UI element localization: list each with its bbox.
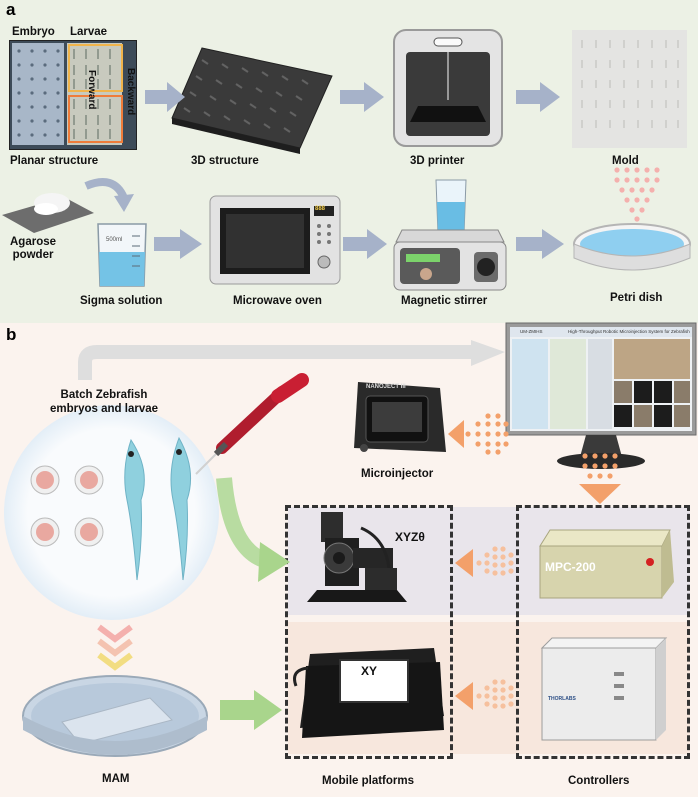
beaker-label: 500ml (106, 237, 123, 243)
agarose-powder-image (2, 193, 94, 233)
mold-caption: Mold (612, 155, 639, 167)
planar-grid (17, 49, 111, 139)
arrow-mpc-to-xyz (455, 546, 514, 577)
controllers-caption: Controllers (568, 775, 630, 787)
mpc200-image (539, 529, 674, 599)
batch-caption: Batch Zebrafish embryos and larvae (50, 389, 159, 415)
mam-image (22, 675, 208, 757)
xyz-label: XYZθ (395, 530, 425, 544)
curved-arrow-icon (84, 178, 134, 212)
mam-caption: MAM (102, 773, 130, 785)
arrow-sigma-to-microwave (154, 229, 202, 259)
software-title: High-Throughput Robotic Microinjection S… (568, 329, 690, 334)
arrow-software-to-microinjector (448, 413, 509, 455)
software-logo: UM-ZMIHS (520, 329, 543, 334)
magnetic-stirrer-image (393, 179, 507, 291)
panel-b-label: b (6, 325, 17, 344)
structure-3d-caption: 3D structure (191, 155, 259, 167)
arrow-mold-to-petri (614, 167, 660, 222)
embryo-label: Embryo (12, 26, 55, 38)
xy-label: XY (361, 664, 378, 678)
microinjector-caption: Microinjector (361, 468, 434, 480)
arrow-3d-to-printer (340, 82, 384, 112)
larvae-region (67, 43, 122, 145)
planar-caption: Planar structure (10, 155, 99, 167)
microwave-display: 888 (315, 206, 326, 212)
petri-dish-image (573, 223, 691, 271)
embryos-larvae-image (30, 436, 192, 581)
arrow-planar-to-3d (145, 82, 185, 112)
mold-image (572, 30, 687, 148)
printer-3d-image (393, 29, 503, 147)
printer-caption: 3D printer (410, 155, 465, 167)
arrow-to-software (78, 340, 505, 380)
microwave-caption: Microwave oven (233, 295, 322, 307)
thorlabs-label: THORLABS (548, 696, 576, 702)
petri-caption: Petri dish (610, 292, 663, 304)
forward-label: Forward (86, 70, 97, 110)
backward-box (68, 95, 123, 143)
mobile-platforms-box (285, 505, 453, 759)
arrow-mam-to-xy (220, 690, 282, 730)
controllers-box (516, 505, 690, 759)
backward-label: Backward (125, 68, 136, 116)
panel-a-label: a (6, 0, 16, 19)
thorlabs-controller-image (540, 637, 668, 741)
stirrer-caption: Magnetic stirrer (401, 295, 488, 307)
xyz-stage-image (307, 512, 407, 602)
arrow-printer-to-mold (516, 82, 560, 112)
mobile-caption: Mobile platforms (322, 775, 415, 787)
structure-3d-image (171, 47, 333, 154)
agarose-caption: Agarose powder (10, 236, 57, 261)
injector-pipette-image (195, 373, 309, 475)
arrow-stirrer-to-petri (516, 229, 564, 259)
arrow-thorlabs-to-xy (455, 679, 514, 710)
arrow-microwave-to-stirrer (343, 229, 387, 259)
forward-box (68, 44, 123, 92)
nanoject-image (354, 382, 446, 452)
beaker-image (97, 223, 147, 287)
sigma-caption: Sigma solution (80, 295, 163, 307)
chevron-down-icon (97, 624, 133, 671)
planar-structure (9, 40, 137, 150)
mpc200-label: MPC-200 (545, 560, 596, 574)
microwave-image (209, 195, 341, 285)
nanoject-label: NANOJECT III (366, 384, 406, 390)
arrow-software-to-controllers (579, 453, 621, 504)
xy-stage-image (293, 648, 444, 738)
software-monitor-image (505, 322, 697, 469)
larvae-label: Larvae (70, 26, 108, 38)
embryo-region (12, 43, 64, 145)
arrow-batch-to-xyz (216, 477, 290, 582)
